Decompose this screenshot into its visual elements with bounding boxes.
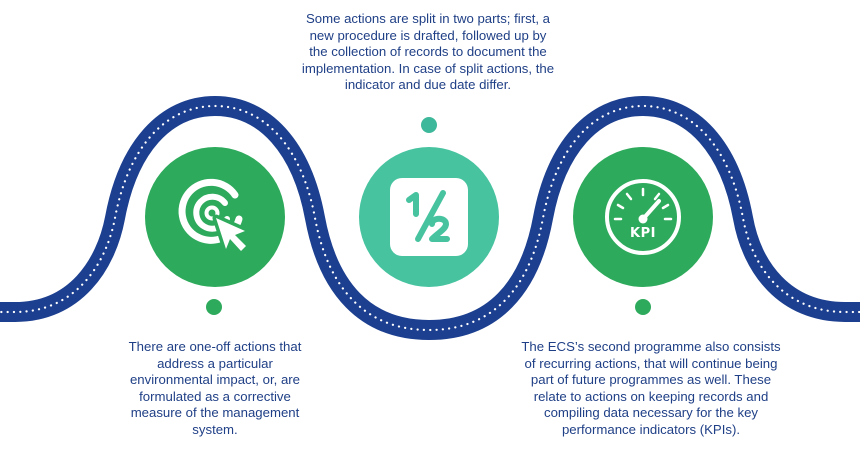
- connector-dot-right: [635, 299, 651, 315]
- kpi-gauge-icon: KPI: [601, 175, 685, 259]
- target-cursor-icon: [173, 173, 257, 262]
- split-actions-text: Some actions are split in two parts; fir…: [301, 11, 555, 93]
- one-half-icon: [390, 178, 468, 256]
- one-off-actions-text: There are one-off actions that address a…: [128, 339, 302, 437]
- one-half-circle: [359, 147, 499, 287]
- connector-dot-left: [206, 299, 222, 315]
- target-circle: [145, 147, 285, 287]
- recurring-actions-text: The ECS’s second programme also consists…: [521, 339, 781, 437]
- kpi-label: KPI: [630, 226, 656, 241]
- connector-dot-middle: [421, 117, 437, 133]
- kpi-circle: KPI: [573, 147, 713, 287]
